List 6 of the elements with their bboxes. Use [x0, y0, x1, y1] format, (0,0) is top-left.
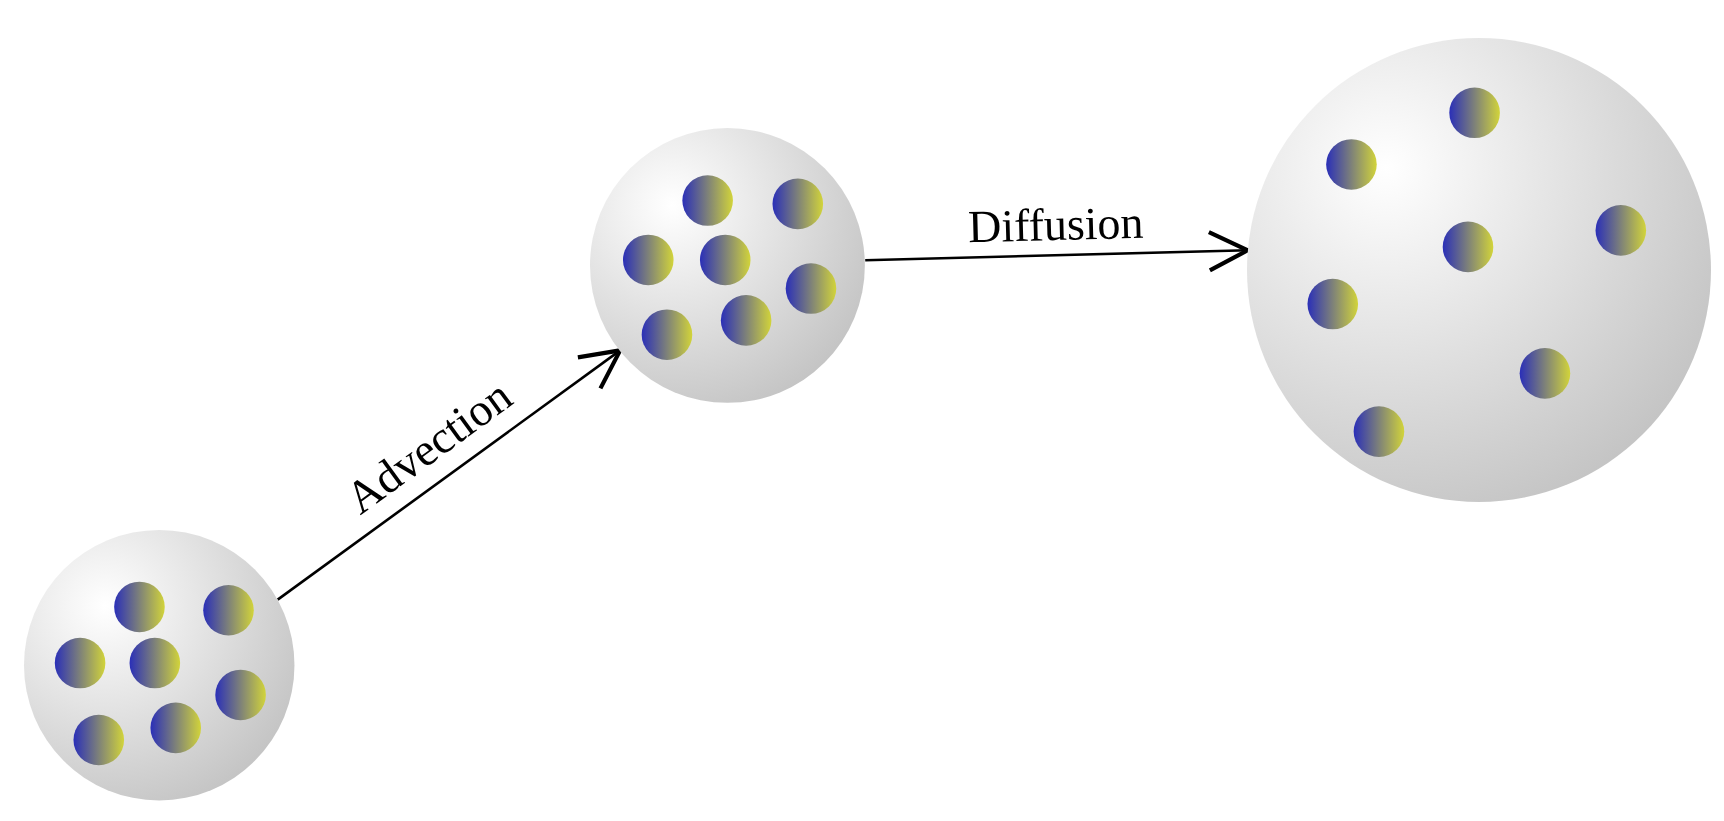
arrow — [865, 230, 1250, 273]
particle-cloud-drawing — [24, 529, 295, 801]
particle-cloud-drawing — [1246, 38, 1711, 503]
edge-label: Diffusion — [967, 199, 1144, 251]
particle-cloud-drawing — [590, 127, 866, 403]
arrow — [276, 348, 623, 601]
